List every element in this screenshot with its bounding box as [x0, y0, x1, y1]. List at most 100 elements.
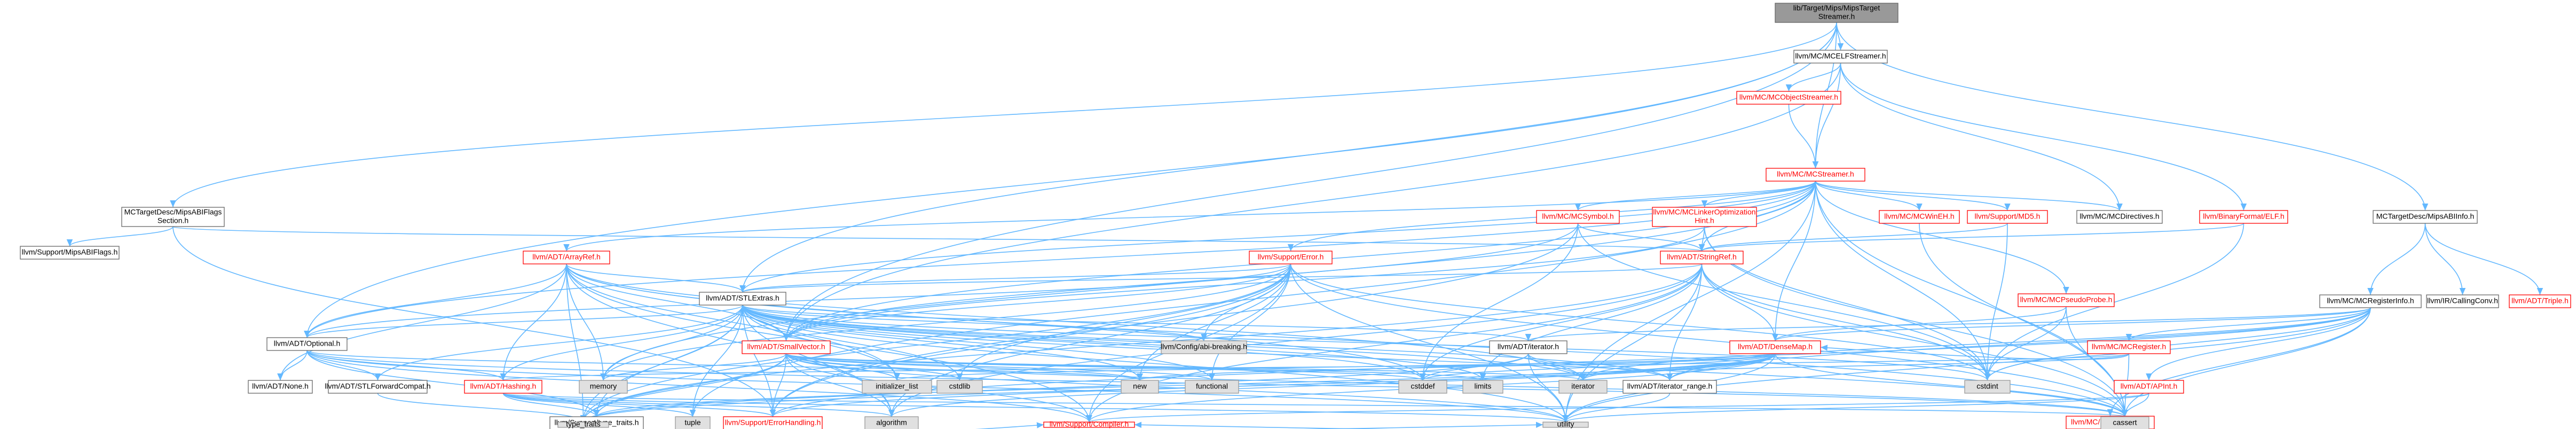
node-box-stlextras	[699, 292, 786, 306]
node-label-cstdint: cstdint	[1976, 382, 1998, 391]
edge-stlextras-to-algorithm	[742, 305, 895, 417]
edge-hashing-to-tuple	[502, 393, 696, 417]
node-configbreak: llvm/Config/abi-breaking.h	[1161, 340, 1247, 354]
edge-densemap-to-cstddef	[1420, 353, 1776, 381]
edge-mcregister-to-limits	[1480, 353, 2130, 381]
node-box-errorhandling	[723, 416, 823, 429]
node-stlextras[interactable]: llvm/ADT/STLExtras.h	[699, 292, 786, 306]
node-callingconv[interactable]: llvm/IR/CallingConv.h	[2426, 294, 2499, 308]
node-label-iterator: iterator	[1571, 382, 1595, 391]
edge-stringref-to-stlextras	[740, 263, 1703, 293]
node-box-mcstreamer	[1766, 168, 1865, 182]
node-label-new: new	[1133, 382, 1147, 391]
node-stringref[interactable]: llvm/ADT/StringRef.h	[1660, 251, 1744, 264]
node-box-mcsymbol	[1536, 210, 1620, 224]
node-error[interactable]: llvm/Support/Error.h	[1249, 251, 1333, 264]
node-directives[interactable]: llvm/MC/MCDirectives.h	[2076, 210, 2163, 224]
edge-optional-to-none	[277, 350, 308, 381]
node-densemap[interactable]: llvm/ADT/DenseMap.h	[1729, 340, 1821, 354]
node-box-winseh	[1879, 210, 1960, 224]
node-label-typetraitsstd: type_traits	[566, 420, 601, 428]
node-label-registerinfo: llvm/MC/MCRegisterInfo.h	[2327, 297, 2414, 305]
node-pseudoprobe[interactable]: llvm/MC/MCPseudoProbe.h	[2018, 293, 2115, 307]
node-label-compiler: llvm/Support/Compiler.h	[1050, 420, 1129, 428]
node-hashing[interactable]: llvm/ADT/Hashing.h	[464, 380, 542, 394]
node-label-functional: functional	[1196, 382, 1228, 391]
node-winseh[interactable]: llvm/MC/MCWinEH.h	[1879, 210, 1960, 224]
node-none[interactable]: llvm/ADT/None.h	[248, 380, 313, 394]
edge-hashing-to-cassert	[502, 393, 2127, 417]
edge-stlextras-to-stlforward	[374, 305, 743, 381]
node-mcstreamer[interactable]: llvm/MC/MCStreamer.h	[1766, 168, 1865, 182]
node-objectstreamer[interactable]: llvm/MC/MCObjectStreamer.h	[1736, 91, 1841, 105]
edge-hashing-to-utility	[502, 393, 1569, 423]
edge-typetraits-to-utility	[1303, 422, 1543, 429]
edge-arrayref-to-algorithm	[566, 263, 895, 417]
node-label-cstdlib: cstdlib	[949, 382, 971, 391]
node-arrayref[interactable]: llvm/ADT/ArrayRef.h	[523, 251, 610, 264]
node-mcsymbol[interactable]: llvm/MC/MCSymbol.h	[1536, 210, 1620, 224]
edge-stringref-to-cstddef	[1420, 263, 1703, 381]
edge-apint-to-utility	[1563, 393, 2149, 423]
node-smallvector[interactable]: llvm/ADT/SmallVector.h	[742, 340, 831, 354]
node-label-mcregister: llvm/MC/MCRegister.h	[2092, 342, 2166, 351]
edge-mcsymbol-to-cstdint	[1577, 223, 1991, 381]
edge-arrayref-to-hashing	[500, 263, 567, 381]
edge-error-to-cassert	[1290, 263, 2128, 417]
node-cstddef: cstddef	[1398, 380, 1447, 394]
node-mcregister[interactable]: llvm/MC/MCRegister.h	[2087, 340, 2171, 354]
node-iterrange[interactable]: llvm/ADT/iterator_range.h	[1622, 380, 1717, 394]
edge-mcregister-to-densemap	[1820, 345, 2130, 360]
edge-mcstreamer-to-arrayref	[563, 181, 1816, 252]
edge-stlextras-to-hashing	[500, 305, 743, 381]
node-optional[interactable]: llvm/ADT/Optional.h	[266, 337, 348, 351]
node-elfstreamer[interactable]: llvm/MC/MCELFStreamer.h	[1793, 50, 1888, 64]
node-compiler[interactable]: llvm/Support/Compiler.h	[1043, 420, 1135, 428]
node-registerinfo[interactable]: llvm/MC/MCRegisterInfo.h	[2319, 294, 2422, 308]
edge-mcstreamer-to-mclinker	[1701, 181, 1816, 208]
edge-registerinfo-to-utility	[1562, 307, 2371, 423]
node-box-densemap	[1729, 340, 1821, 354]
edge-elfstreamer-to-objectstreamer	[1785, 63, 1841, 92]
edge-objectstreamer-to-mcstreamer	[1788, 104, 1819, 169]
node-mipsabiflags[interactable]: llvm/Support/MipsABIFlags.h	[20, 246, 120, 260]
node-md5[interactable]: llvm/Support/MD5.h	[1967, 210, 2048, 224]
edge-arrayref-to-cstddef	[566, 263, 1426, 381]
node-box-iterrange	[1622, 380, 1717, 394]
node-label-abiflags: MCTargetDesc/MipsABIFlags	[124, 208, 222, 216]
node-box-utility	[1542, 422, 1589, 428]
edge-stringref-to-limits	[1479, 263, 1703, 381]
node-label-apint: llvm/ADT/APInt.h	[2121, 382, 2178, 391]
edge-mclinker-to-smallvector	[783, 226, 1705, 341]
node-box-callingconv	[2426, 294, 2499, 308]
edge-abiinfo-to-registerinfo	[2367, 223, 2426, 295]
node-box-triple	[2509, 294, 2571, 308]
node-tuple: tuple	[675, 416, 711, 429]
edge-lanebitmask-to-compiler	[1134, 422, 2111, 429]
node-box-objectstreamer	[1736, 91, 1841, 105]
node-label-root: Streamer.h	[1818, 12, 1855, 21]
node-abiinfo[interactable]: MCTargetDesc/MipsABIInfo.h	[2373, 210, 2478, 224]
node-box-binaryelf	[2199, 210, 2288, 224]
node-binaryelf[interactable]: llvm/BinaryFormat/ELF.h	[2199, 210, 2288, 224]
node-triple[interactable]: llvm/ADT/Triple.h	[2509, 294, 2571, 308]
node-box-iteratorh	[1489, 340, 1567, 354]
edge-arrayref-to-typetraitsstd	[566, 263, 587, 423]
node-label-stlextras: llvm/ADT/STLExtras.h	[706, 294, 779, 302]
edge-mcstreamer-to-mcsymbol	[1574, 181, 1816, 211]
edge-abiinfo-to-callingconv	[2424, 223, 2466, 295]
edge-pseudoprobe-to-densemap	[1772, 306, 2067, 341]
node-errorhandling[interactable]: llvm/Support/ErrorHandling.h	[723, 416, 823, 429]
edge-densemap-to-algorithm	[888, 353, 1776, 417]
node-memory: memory	[579, 380, 628, 394]
node-apint[interactable]: llvm/ADT/APInt.h	[2114, 380, 2184, 394]
edge-mcstreamer-to-stlextras	[739, 181, 1816, 293]
node-iteratorh[interactable]: llvm/ADT/iterator.h	[1489, 340, 1567, 354]
edge-root-to-abiinfo	[1836, 22, 2429, 211]
node-stlforward[interactable]: llvm/ADT/STLForwardCompat.h	[325, 380, 431, 394]
edge-pseudoprobe-to-cstdint	[1984, 306, 2067, 381]
